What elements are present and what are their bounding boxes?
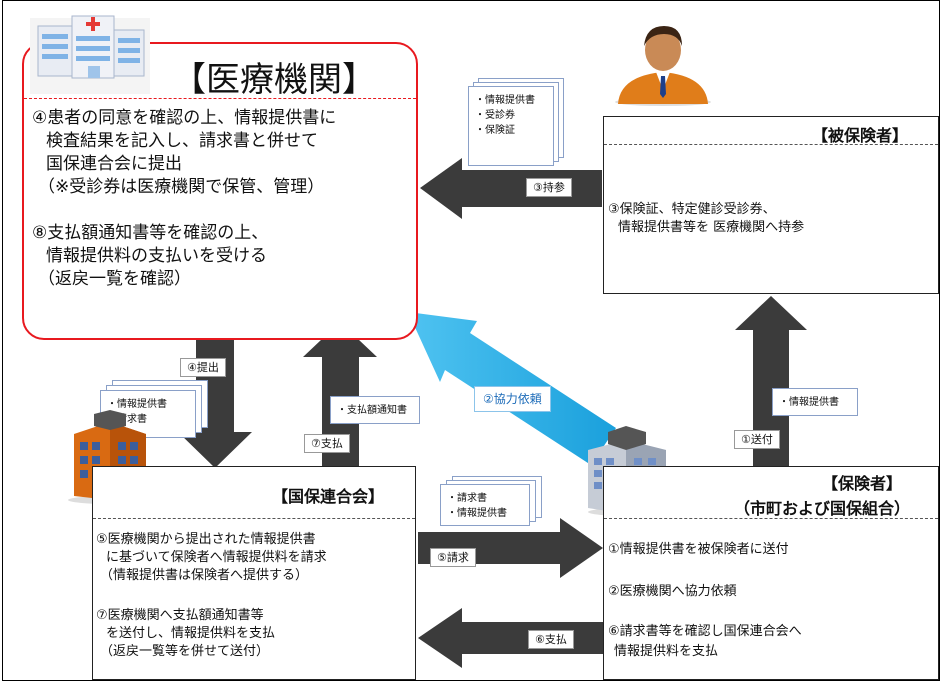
send-document: ・情報提供書 xyxy=(772,388,858,416)
claim-label: ⑤請求 xyxy=(430,548,476,567)
kokuho-line-1: ⑤医療機関から提出された情報提供書 xyxy=(96,532,316,547)
claim-doc-2: ・情報提供書 xyxy=(447,508,507,519)
kokuho-line-5: を送付し、情報提供料を支払 xyxy=(106,626,276,641)
medical-line-1: ④患者の同意を確認の上、情報提供書に xyxy=(32,108,337,128)
pay7-arrow xyxy=(303,322,377,466)
pay7-label: ⑦支払 xyxy=(304,434,350,453)
submit-doc-1: ・情報提供書 xyxy=(107,399,167,410)
hospital-icon xyxy=(30,8,150,98)
medical-line-6: 情報提供料の支払いを受ける xyxy=(46,246,267,266)
pay6-label: ⑥支払 xyxy=(528,630,574,649)
carry-doc-1: ・情報提供書 xyxy=(475,95,535,106)
kokuho-line-2: に基づいて保険者へ情報提供料を請求 xyxy=(106,550,327,565)
submit-doc-2: ・請求書 xyxy=(107,414,147,425)
carry-documents: ・情報提供書 ・受診券 ・保険証 xyxy=(468,78,564,166)
medical-line-7: （返戻一覧を確認） xyxy=(38,269,191,289)
notice-doc-1: ・支払額通知書 xyxy=(337,405,407,416)
kokuho-divider xyxy=(93,518,415,519)
kokuho-line-6: （返戻一覧等を併せて送付） xyxy=(100,644,270,659)
submit-label: ④提出 xyxy=(180,358,226,377)
insurer-line-2: ②医療機関へ協力依頼 xyxy=(608,584,737,599)
insured-divider xyxy=(604,144,938,145)
insurer-line-3: ⑥請求書等を確認し国保連合会へ xyxy=(608,624,802,639)
carry-label: ③持参 xyxy=(526,178,572,197)
medical-line-5: ⑧支払額通知書等を確認の上、 xyxy=(32,223,269,243)
kokuho-line-4: ⑦医療機関へ支払額通知書等 xyxy=(96,608,264,623)
claim-documents: ・請求書 ・情報提供書 xyxy=(440,476,542,526)
insurer-subtitle: （市町および国保組合） xyxy=(734,499,911,518)
insurer-line-4: 情報提供料を支払 xyxy=(614,644,719,659)
insurer-line-1: ①情報提供書を被保険者に送付 xyxy=(608,542,789,557)
kokuho-federation-box xyxy=(92,466,416,680)
carry-arrow xyxy=(420,158,602,219)
insured-line-2: 情報提供書等を 医療機関へ持参 xyxy=(618,220,805,235)
insured-title: 【被保険者】 xyxy=(812,126,909,145)
insured-box xyxy=(603,116,939,294)
medical-line-3: 国保連合会に提出 xyxy=(46,154,182,174)
medical-title: 【医療機関】 xyxy=(172,60,376,100)
insurer-title: 【保険者】 xyxy=(822,474,903,493)
insured-line-1: ③保険証、特定健診受診券、 xyxy=(608,202,776,217)
pay6-arrow xyxy=(418,608,603,668)
insurer-divider xyxy=(604,518,938,519)
claim-doc-1: ・請求書 xyxy=(447,493,487,504)
send-doc-1: ・情報提供書 xyxy=(779,397,839,408)
send-label: ①送付 xyxy=(734,430,780,449)
medical-line-4: （※受診券は医療機関で保管、管理） xyxy=(38,177,325,197)
kokuho-line-3: （情報提供書は保険者へ提供する） xyxy=(100,568,309,583)
person-icon xyxy=(608,14,718,110)
kokuho-title: 【国保連合会】 xyxy=(272,487,385,506)
insurer-box xyxy=(603,466,939,680)
medical-divider xyxy=(24,98,416,99)
notice-document: ・支払額通知書 xyxy=(330,396,420,424)
request-label: ②協力依頼 xyxy=(474,386,551,412)
medical-line-2: 検査結果を記入し、請求書と併せて xyxy=(46,131,318,151)
carry-doc-2: ・受診券 xyxy=(475,110,515,121)
send-arrow xyxy=(735,296,807,466)
carry-doc-3: ・保険証 xyxy=(475,125,515,136)
